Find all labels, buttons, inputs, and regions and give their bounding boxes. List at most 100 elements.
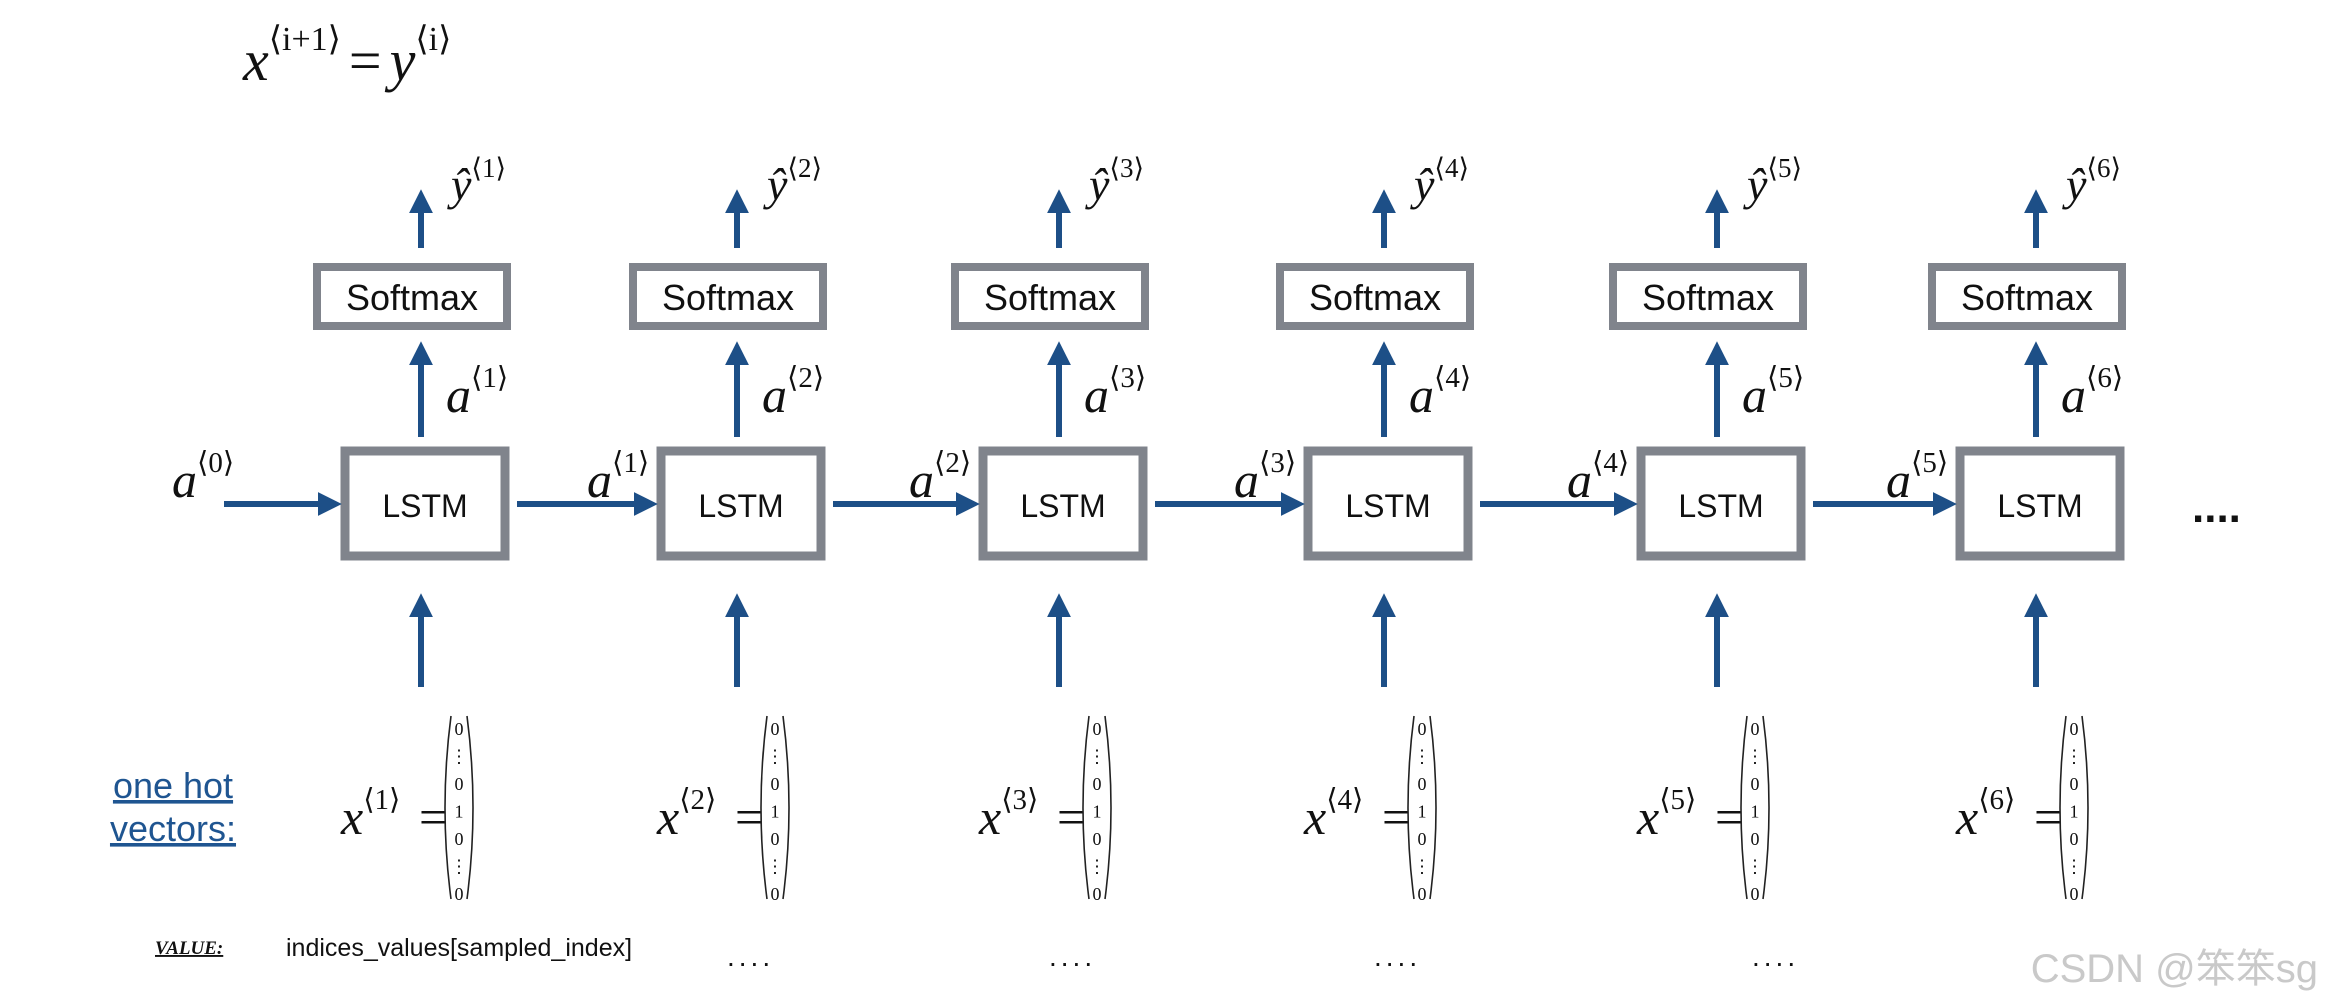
value-expression: indices_values[sampled_index]	[286, 934, 632, 962]
svg-text:one hot: one hot	[113, 765, 233, 806]
one-hot-vectors-link[interactable]: one hot vectors:	[110, 765, 236, 849]
lstm-cell	[340, 446, 510, 561]
softmax-box	[313, 263, 511, 330]
hidden-state-label: a⟨2⟩	[909, 447, 971, 508]
equals-sign: =	[735, 789, 763, 845]
softmax-box	[1276, 263, 1474, 330]
equals-sign: =	[419, 789, 447, 845]
softmax-label: Softmax	[1309, 277, 1441, 318]
lstm-cell	[656, 446, 826, 561]
softmax-label: Softmax	[662, 277, 794, 318]
softmax-label: Softmax	[346, 277, 478, 318]
vector-right-paren	[2081, 715, 2089, 900]
output-label: ŷ⟨1⟩	[447, 153, 506, 210]
vector-entry: 0	[1751, 884, 1760, 904]
lstm-cell	[978, 446, 1148, 561]
input-label: x⟨2⟩	[656, 784, 716, 845]
lstm-label: LSTM	[698, 488, 783, 524]
vector-entry: 0	[1751, 719, 1760, 739]
lstm-label: LSTM	[1020, 488, 1105, 524]
vector-entry: 0	[2070, 829, 2079, 849]
lstm-label: LSTM	[1678, 488, 1763, 524]
activation-label: a⟨3⟩	[1084, 362, 1146, 423]
vector-entry: 0	[1093, 829, 1102, 849]
output-label: ŷ⟨4⟩	[1410, 153, 1469, 210]
output-label: ŷ⟨6⟩	[2062, 153, 2121, 210]
softmax-box	[951, 263, 1149, 330]
value-ellipsis: ....	[1374, 941, 1421, 972]
equals-sign: =	[2034, 789, 2062, 845]
vector-left-paren	[1740, 715, 1748, 900]
vector-entry: 1	[1418, 802, 1427, 822]
activation-label: a⟨2⟩	[762, 362, 824, 423]
vector-entry: ⋮	[1088, 857, 1106, 877]
vector-right-paren	[1429, 715, 1437, 900]
softmax-label: Softmax	[984, 277, 1116, 318]
equals-sign: =	[1057, 789, 1085, 845]
vector-entry: 0	[771, 719, 780, 739]
vector-entry: ⋮	[1088, 747, 1106, 767]
vector-entry: 0	[1418, 719, 1427, 739]
hidden-state-label: a⟨5⟩	[1886, 447, 1948, 508]
vector-entry: 0	[2070, 884, 2079, 904]
value-ellipsis: ....	[1752, 941, 1799, 972]
activation-label: a⟨6⟩	[2061, 362, 2123, 423]
input-label: x⟨4⟩	[1303, 784, 1363, 845]
lstm-cell	[1636, 446, 1806, 561]
formula: x⟨i+1⟩=y⟨i⟩	[242, 21, 451, 93]
vector-right-paren	[1762, 715, 1770, 900]
softmax-box	[1609, 263, 1807, 330]
activation-label: a⟨5⟩	[1742, 362, 1804, 423]
vector-entry: 0	[771, 829, 780, 849]
vector-entry: 1	[455, 802, 464, 822]
vector-entry: 0	[455, 829, 464, 849]
vector-entry: 0	[1418, 829, 1427, 849]
vector-entry: 0	[771, 774, 780, 794]
activation-label: a⟨4⟩	[1409, 362, 1471, 423]
vector-left-paren	[760, 715, 768, 900]
vector-left-paren	[1407, 715, 1415, 900]
lstm-label: LSTM	[1997, 488, 2082, 524]
output-label: ŷ⟨3⟩	[1085, 153, 1144, 210]
input-label: x⟨6⟩	[1955, 784, 2015, 845]
output-label: ŷ⟨2⟩	[763, 153, 822, 210]
vector-entry: 0	[2070, 719, 2079, 739]
vector-entry: ⋮	[766, 747, 784, 767]
hidden-state-label: a⟨3⟩	[1234, 447, 1296, 508]
softmax-label: Softmax	[1961, 277, 2093, 318]
vector-entry: ⋮	[450, 857, 468, 877]
vector-right-paren	[466, 715, 474, 900]
activation-label: a⟨1⟩	[446, 362, 508, 423]
svg-text:vectors:: vectors:	[110, 808, 236, 849]
vector-entry: 0	[455, 884, 464, 904]
vector-entry: 0	[455, 719, 464, 739]
lstm-label: LSTM	[382, 488, 467, 524]
input-label: x⟨5⟩	[1636, 784, 1696, 845]
vector-entry: 0	[1093, 884, 1102, 904]
hidden-state-label: a⟨1⟩	[587, 447, 649, 508]
lstm-cell	[1303, 446, 1473, 561]
softmax-box	[1928, 263, 2126, 330]
output-label: ŷ⟨5⟩	[1743, 153, 1802, 210]
vector-left-paren	[2059, 715, 2067, 900]
softmax-box	[629, 263, 827, 330]
equals-sign: =	[1715, 789, 1743, 845]
softmax-label: Softmax	[1642, 277, 1774, 318]
vector-entry: 1	[2070, 802, 2079, 822]
value-ellipsis: ....	[727, 941, 774, 972]
vector-entry: 0	[771, 884, 780, 904]
hidden-state-label: a⟨4⟩	[1567, 447, 1629, 508]
value-label: VALUE:	[155, 938, 223, 959]
vector-entry: ⋮	[766, 857, 784, 877]
input-label: x⟨3⟩	[978, 784, 1038, 845]
lstm-cell	[1955, 446, 2125, 561]
initial-state-label: a⟨0⟩	[172, 447, 234, 508]
vector-entry: ⋮	[450, 747, 468, 767]
watermark: CSDN @笨笨sg	[2031, 947, 2318, 991]
value-ellipsis: ....	[1049, 941, 1096, 972]
vector-entry: 0	[455, 774, 464, 794]
vector-entry: 1	[1093, 802, 1102, 822]
vector-entry: 0	[1751, 829, 1760, 849]
